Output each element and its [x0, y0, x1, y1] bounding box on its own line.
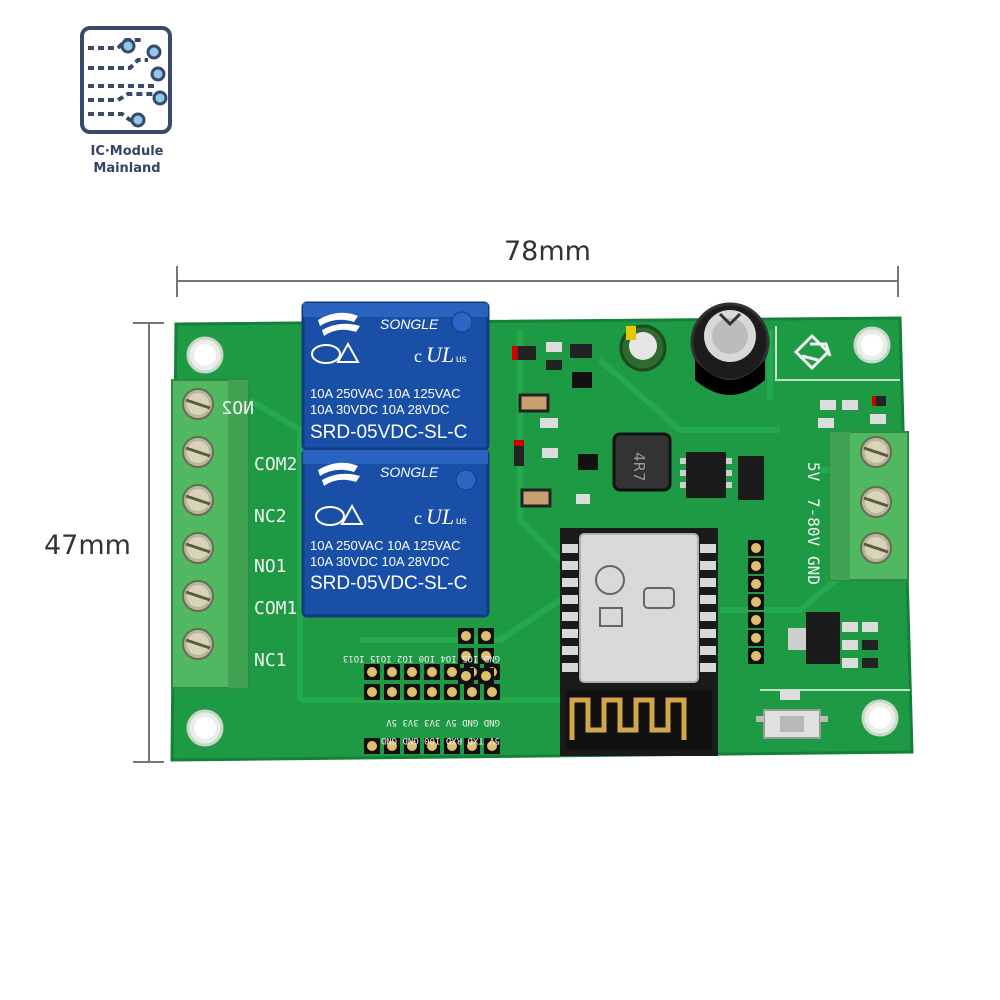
ldo-regulator: [788, 612, 840, 664]
inductor-label: 4R7: [630, 452, 648, 482]
terminal-label-no1: NO1: [254, 556, 287, 577]
header-label-row1: GND IO5 IO4 IO0 IO2 IO15 IO13: [343, 653, 500, 663]
height-dimension-label: 47mm: [44, 530, 131, 561]
svg-text:UL: UL: [426, 504, 454, 529]
width-dimension-label: 78mm: [504, 236, 591, 267]
module-certification-icon: [595, 565, 675, 627]
pcb-brand-logo-icon: [793, 333, 832, 371]
terminal-screw-icon: [182, 388, 214, 420]
terminal-label-com1: COM1: [254, 598, 297, 619]
smd-components: [512, 342, 598, 508]
logo-line-2: Mainland: [93, 161, 161, 176]
relay-bottom-rating-2: 10A 30VDC 10A 28VDC: [310, 554, 449, 569]
esp-pad: [700, 544, 716, 553]
logo-line-1: IC·Module: [90, 144, 164, 159]
power-label-7-80v: 7-80V: [804, 498, 823, 547]
esp-pad: [562, 544, 578, 553]
height-dimension-line: [133, 322, 164, 763]
power-terminal-block: [829, 431, 909, 581]
output-terminal-block: [171, 379, 249, 689]
header-label-row2: GND GND 5V 3V3 3V3 5V: [386, 717, 500, 727]
esp-pad: [700, 612, 716, 621]
terminal-screw-icon: [182, 436, 214, 468]
songle-logo-icon-2: [318, 462, 360, 486]
regulator-ic: [680, 452, 732, 498]
power-screw-icon: [860, 486, 892, 518]
terminal-screw-icon: [182, 532, 214, 564]
terminal-label-nc1: NC1: [254, 650, 287, 671]
relay-bottom-rating-1: 10A 250VAC 10A 125VAC: [310, 538, 461, 553]
certification-marks-icon-2: c UL us: [315, 503, 467, 529]
relay-bottom-model: SRD-05VDC-SL-C: [310, 573, 467, 594]
esp-pad: [700, 663, 716, 672]
terminal-label-nc2: NC2: [254, 506, 287, 527]
svg-text:us: us: [456, 516, 467, 527]
inductor: 4R7: [612, 432, 672, 492]
relay-bottom: SONGLE c UL us 10A 250VAC 10A 125VAC 10A…: [301, 448, 490, 618]
esp-pad: [700, 629, 716, 638]
esp-pad: [562, 663, 578, 672]
esp-pad: [700, 646, 716, 655]
relay-top-rating-2: 10A 30VDC 10A 28VDC: [310, 402, 449, 417]
relay-top: SONGLE c UL us 10A 250VAC 10A 125VAC 10A…: [301, 301, 490, 451]
relay-top-brand: SONGLE: [380, 316, 439, 332]
terminal-screw-icon: [182, 484, 214, 516]
header-label-row3: 5V TXD RXD IO0 GND GND: [381, 735, 500, 745]
terminal-label-no2: NO2: [221, 398, 254, 419]
pin-header-side: [748, 540, 764, 664]
esp-pad: [562, 595, 578, 604]
esp-pad: [562, 578, 578, 587]
esp-wifi-module: [560, 528, 718, 756]
svg-text:c: c: [414, 346, 422, 366]
pin-header-bottom: [364, 738, 500, 754]
songle-logo-icon: [318, 312, 360, 336]
pcb: [170, 316, 914, 762]
esp-pad: [562, 646, 578, 655]
terminal-label-com2: COM2: [254, 454, 297, 475]
relay-top-model: SRD-05VDC-SL-C: [310, 422, 467, 443]
esp-pad: [562, 629, 578, 638]
power-label-gnd: GND: [804, 556, 823, 585]
esp-pad: [562, 561, 578, 570]
circuit-logo-icon: [80, 26, 172, 134]
reset-button: [756, 709, 828, 739]
terminal-labels: NO2 COM2 NC2 NO1 COM1 NC1: [221, 398, 297, 671]
power-label-5v: 5V: [804, 462, 823, 482]
esp-pad: [700, 578, 716, 587]
terminal-screw-icon: [182, 628, 214, 660]
svg-text:us: us: [456, 354, 467, 365]
svg-text:c: c: [414, 508, 422, 528]
capacitor-large: [690, 302, 770, 395]
logo: IC·Module Mainland: [72, 22, 182, 182]
wifi-antenna: [566, 690, 712, 750]
terminal-screw-icon: [182, 580, 214, 612]
power-labels: 5V 7-80V GND: [804, 462, 823, 585]
pin-header-pwr: [458, 628, 494, 684]
capacitor-small: [619, 324, 667, 372]
mounting-holes: [186, 326, 899, 747]
esp-pad: [562, 612, 578, 621]
power-screw-icon: [860, 532, 892, 564]
width-dimension-line: [176, 266, 899, 297]
certification-marks-icon: c UL us: [311, 341, 467, 367]
svg-text:UL: UL: [426, 342, 454, 367]
esp-pad: [700, 595, 716, 604]
relay-bottom-brand: SONGLE: [380, 464, 439, 480]
power-screw-icon: [860, 436, 892, 468]
smd-right: [780, 396, 886, 700]
esp-pad: [700, 561, 716, 570]
diode: [738, 456, 764, 500]
relay-top-rating-1: 10A 250VAC 10A 125VAC: [310, 386, 461, 401]
